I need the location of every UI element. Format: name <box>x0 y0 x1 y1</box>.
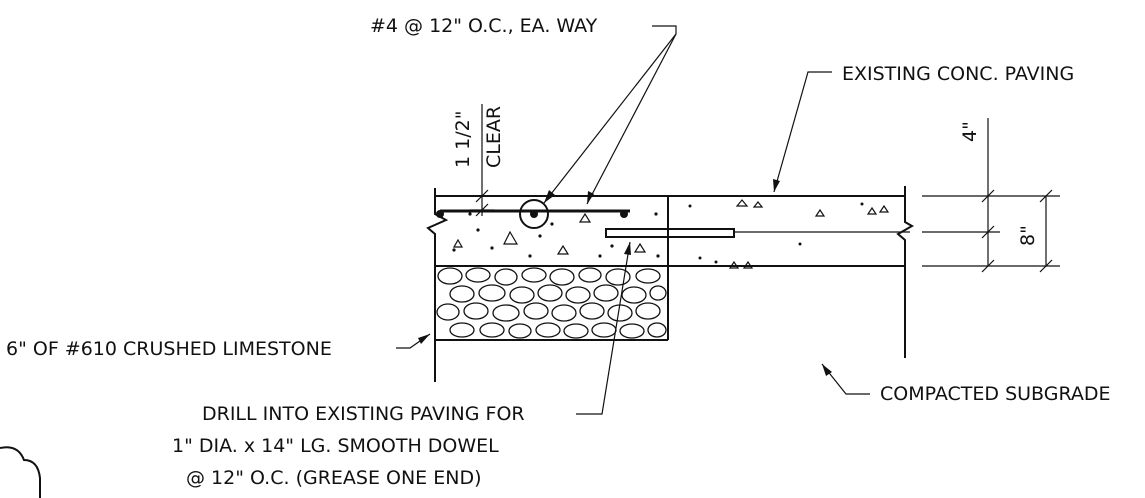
concrete-aggregate-existing <box>688 199 890 269</box>
existing-paving-label: EXISTING CONC. PAVING <box>842 63 1074 85</box>
existing-paving-leader <box>773 71 832 193</box>
dim-top-label: 4" <box>959 121 981 142</box>
dowel-label-line-2: 1" DIA. x 14" LG. SMOOTH DOWEL <box>172 435 499 457</box>
limestone-leader <box>396 333 431 349</box>
dowel-leader <box>576 241 631 415</box>
thickness-dimension <box>922 118 1060 273</box>
reinforcing-bars <box>436 199 630 229</box>
rebar-callout-label: #4 @ 12" O.C., EA. WAY <box>370 15 598 37</box>
dim-total-label: 8" <box>1017 225 1039 246</box>
smooth-dowel-bar <box>605 228 735 238</box>
limestone-pattern <box>436 267 667 339</box>
dowel-label-line-1: DRILL INTO EXISTING PAVING FOR <box>202 403 525 425</box>
subgrade-label: COMPACTED SUBGRADE <box>880 383 1111 405</box>
clear-cover-dimension <box>470 104 494 217</box>
clear-cover-value-label: 1 1/2" <box>452 111 474 168</box>
concrete-aggregate-new <box>452 212 660 258</box>
existing-concrete-slab <box>668 186 915 358</box>
dowel-label-line-3: @ 12" O.C. (GREASE ONE END) <box>186 467 481 489</box>
limestone-label: 6" OF #610 CRUSHED LIMESTONE <box>6 338 332 360</box>
revision-cloud-fragment <box>0 446 41 498</box>
crushed-limestone-base <box>434 266 669 382</box>
rebar-leader <box>543 25 677 205</box>
clear-cover-word-label: CLEAR <box>483 106 505 168</box>
subgrade-leader <box>821 363 870 395</box>
